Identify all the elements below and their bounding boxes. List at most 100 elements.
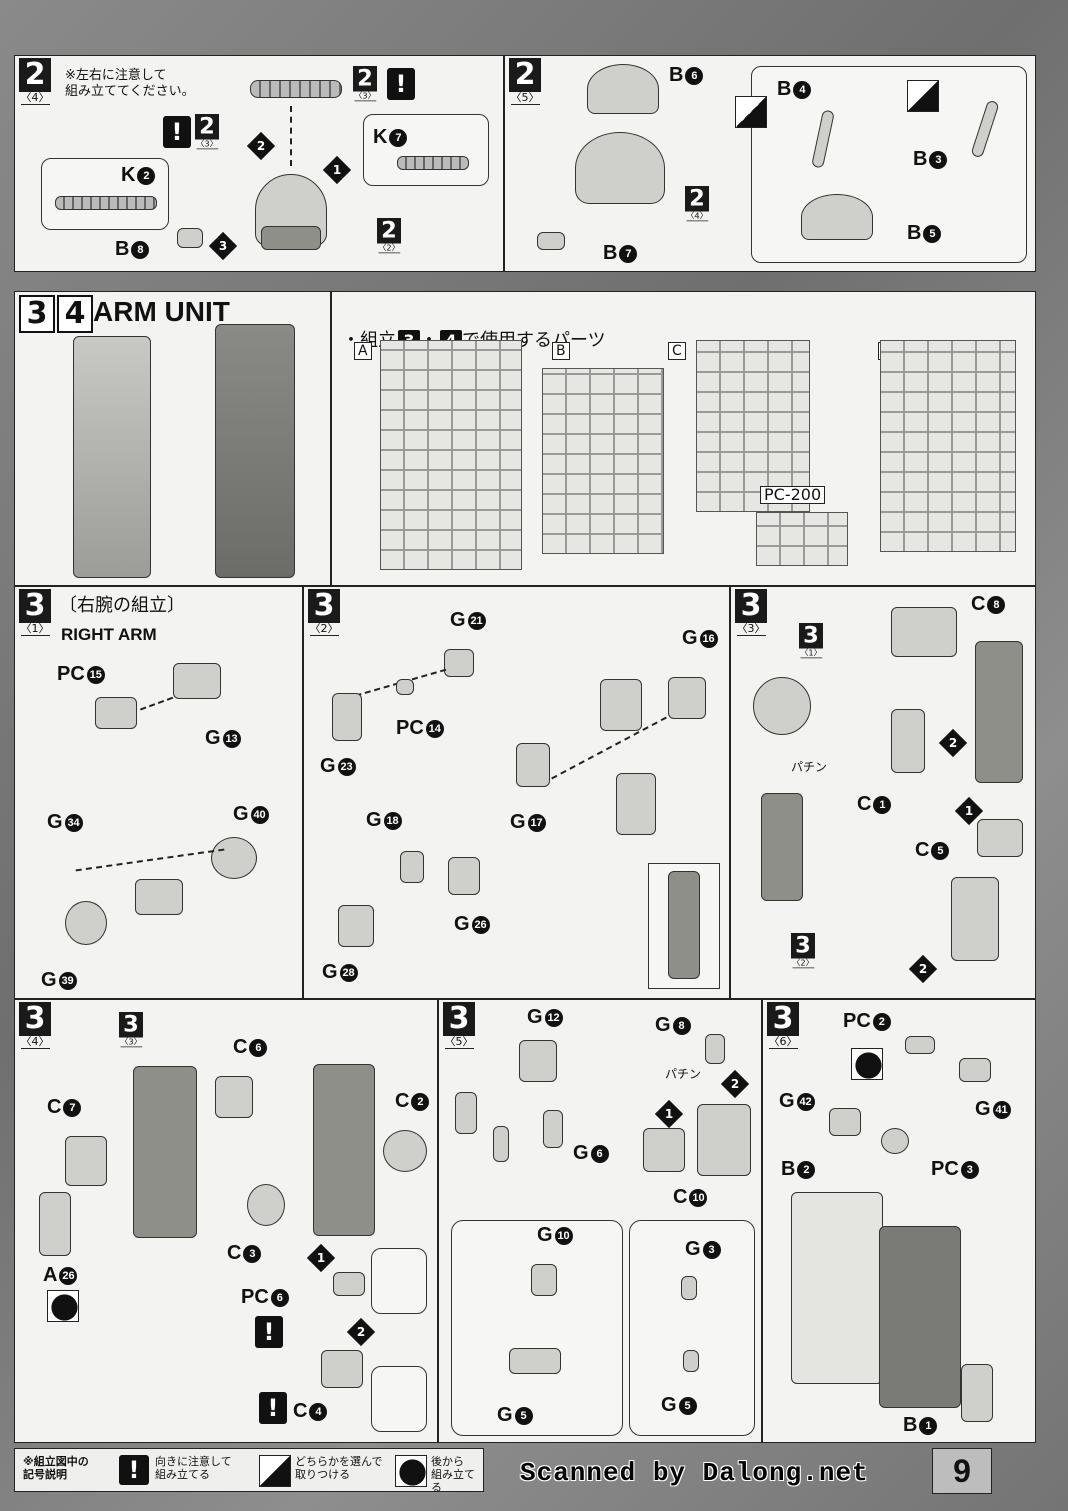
arm-front-view [73, 336, 151, 578]
part-g41 [959, 1058, 991, 1082]
step-number: 2 〈4〉 [19, 57, 51, 105]
runner-label-pc200: PC-200 [760, 486, 826, 504]
choose-one-icon [259, 1455, 291, 1487]
dome-part-b5 [801, 194, 873, 240]
part-g12 [519, 1040, 557, 1082]
ref-step: 2 〈2〉 [377, 217, 401, 254]
sequence-2: 2 [938, 728, 968, 758]
part-c7 [65, 1136, 107, 1186]
part-upper-arm-assembly [761, 793, 803, 901]
snap-label: パチン [665, 1067, 702, 1081]
ref-step: 3 〈1〉 [799, 622, 823, 659]
part-elbow [616, 773, 656, 835]
choose-one-icon [907, 80, 939, 112]
part-c6 [215, 1076, 253, 1118]
hose-k2 [55, 196, 157, 210]
ref-step: 2 〈4〉 [685, 185, 709, 222]
snap-label: パチン [791, 760, 828, 774]
arm-back-view [215, 324, 295, 578]
step-number: 3 〈5〉 [443, 1001, 475, 1049]
part-g17 [516, 743, 550, 787]
part-arm-column [975, 641, 1023, 783]
part-b2-panel [791, 1192, 883, 1384]
step-title-jp: 〔右腕の組立〕 [59, 595, 185, 616]
guide-line [75, 848, 225, 872]
part-upper-arm [600, 679, 642, 731]
part-c10 [643, 1128, 685, 1172]
sequence-1: 1 [306, 1243, 336, 1273]
step-number: 2 〈5〉 [509, 57, 541, 105]
legend-orientation: 向きに注意して 組み立てる [155, 1455, 232, 1481]
ref-step: 2 〈3〉 [353, 65, 377, 102]
part-g13 [173, 663, 221, 699]
part-shoulder-joint [135, 879, 183, 915]
caution-note: ※左右に注意して 組み立ててください。 [65, 68, 195, 99]
caution-icon: ! [259, 1392, 287, 1424]
part-b8 [177, 228, 203, 248]
part-b1-frame [879, 1226, 961, 1408]
dome-part-b6 [587, 64, 659, 114]
assemble-later-icon [851, 1048, 883, 1080]
hose-k7 [397, 156, 469, 170]
part-a26 [39, 1192, 71, 1256]
panel-step-3-4: 3 〈4〉 3 〈3〉 C6 C7 A26 C2 C3 1 PC6 C ! 2 … [14, 999, 438, 1443]
runner-pc200 [756, 512, 848, 566]
runner-label-a: A [354, 342, 372, 360]
sub-callout-left [451, 1220, 623, 1436]
part-g5-fingers [509, 1348, 561, 1374]
ref-step: 2 〈3〉 [195, 113, 219, 150]
panel-arm-unit: 3 4 ARM UNIT [14, 291, 331, 586]
part-g39 [65, 901, 107, 945]
caution-icon: ! [255, 1316, 283, 1348]
panel-parts-list: ・組立3・4で使用するパーツ A B C PC-200 G [331, 291, 1036, 586]
ref-step: 3 〈2〉 [791, 932, 815, 969]
runner-a [380, 340, 522, 570]
part-finger-small [493, 1126, 509, 1162]
runner-c [696, 340, 810, 512]
legend-header: ※組立図中の 記号説明 [23, 1455, 89, 1481]
part-g6 [543, 1110, 563, 1148]
panel-step-2-4: 2 〈4〉 ※左右に注意して 組み立ててください。 2 〈3〉 ! ! 2 〈3… [14, 55, 504, 272]
step-title-en: RIGHT ARM [61, 625, 157, 644]
ref-step: 3 〈3〉 [119, 1011, 143, 1048]
sequence-2: 2 [908, 954, 938, 984]
step-3-badge: 3 [19, 295, 55, 333]
sequence-2: 2 [346, 1317, 376, 1347]
part-g3 [681, 1276, 697, 1300]
part-c1 [891, 709, 925, 773]
guide-line [290, 106, 292, 166]
part-c4 [321, 1350, 363, 1388]
step-number: 3 〈4〉 [19, 1001, 51, 1049]
part-connector [961, 1364, 993, 1422]
